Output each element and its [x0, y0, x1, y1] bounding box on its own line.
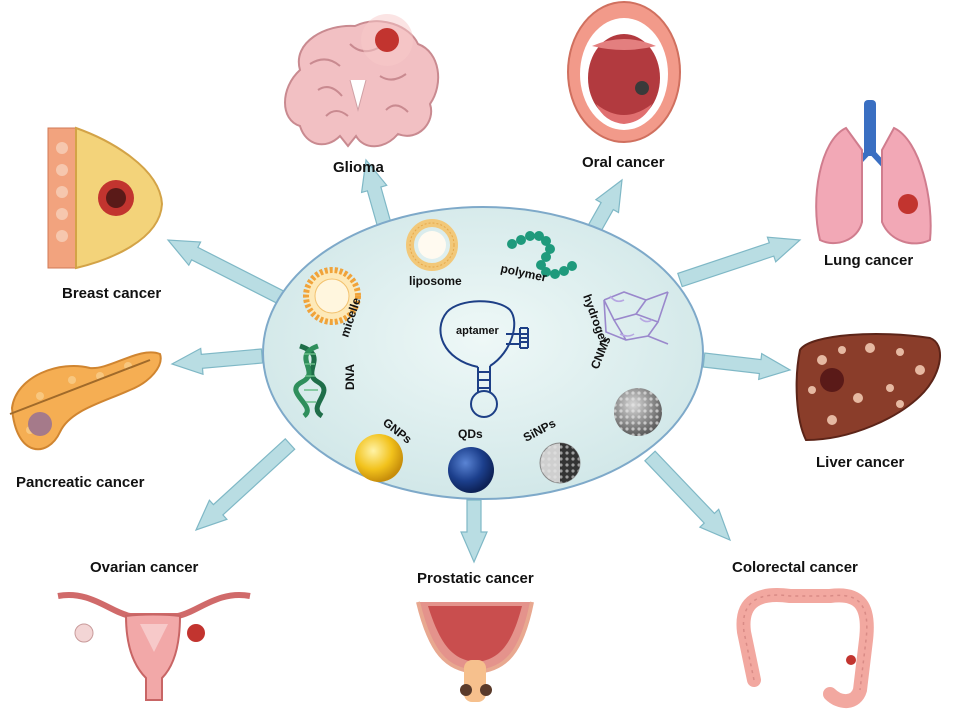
- lungs-icon: [815, 100, 932, 245]
- breast-icon: [47, 126, 164, 270]
- label-oral-cancer: Oral cancer: [582, 154, 665, 171]
- arrow-to-colorectal: [644, 450, 732, 542]
- label-qds: QDs: [458, 427, 483, 441]
- sinps-icon: [539, 442, 581, 484]
- label-colorectal-cancer: Colorectal cancer: [732, 559, 858, 576]
- arrow-to-pancreatic: [170, 347, 264, 376]
- label-dna: DNA: [343, 364, 357, 390]
- arrow-group: [166, 158, 802, 564]
- label-aptamer: aptamer: [456, 325, 500, 337]
- brain-icon: [284, 14, 439, 148]
- arrow-to-ovarian: [194, 437, 296, 532]
- label-prostatic-cancer: Prostatic cancer: [417, 570, 534, 587]
- prostate-icon: [416, 601, 534, 702]
- label-lung-cancer: Lung cancer: [824, 252, 913, 269]
- micelle-icon: [303, 267, 361, 325]
- colon-icon: [736, 588, 874, 708]
- liposome-icon: [406, 219, 458, 271]
- gnp-icon: [355, 434, 403, 482]
- polymer-icon: [507, 231, 577, 279]
- arrow-to-breast: [166, 239, 287, 306]
- dna-icon: [293, 343, 327, 419]
- aptamer-icon: [439, 300, 529, 418]
- label-ovarian-cancer: Ovarian cancer: [90, 559, 199, 576]
- hydrogel-icon: [603, 291, 669, 345]
- label-glioma: Glioma: [333, 159, 385, 176]
- qd-icon: [448, 447, 494, 493]
- label-pancreatic-cancer: Pancreatic cancer: [16, 474, 145, 491]
- uterus-icon: [57, 591, 251, 701]
- arrow-to-prostatic: [460, 499, 488, 564]
- label-liposome: liposome: [409, 274, 462, 288]
- mouth-icon: [567, 1, 681, 143]
- arrow-to-liver: [702, 352, 792, 381]
- arrow-to-lung: [677, 236, 802, 288]
- cnms-icon: [614, 388, 662, 436]
- pancreas-icon: [9, 351, 162, 451]
- label-liver-cancer: Liver cancer: [816, 454, 905, 471]
- liver-icon: [795, 333, 942, 442]
- label-breast-cancer: Breast cancer: [62, 285, 161, 302]
- nanocarrier-ellipse: [262, 206, 704, 500]
